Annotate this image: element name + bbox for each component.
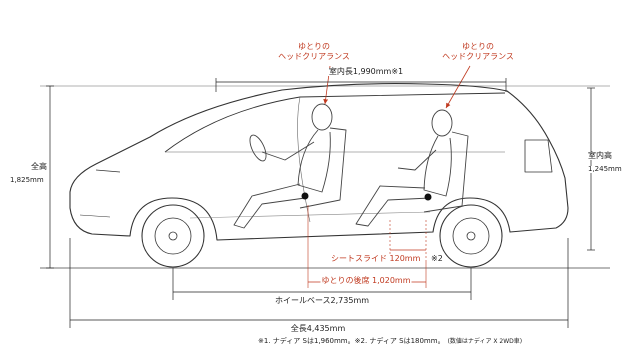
footnote-main: ※1. ナディア Sは1,960mm。※2. ナディア Sは180mm。 — [258, 337, 445, 345]
head-clearance-front-label-1: ゆとりの — [298, 42, 330, 51]
head-clearance-front-label-2: ヘッドクリアランス — [278, 52, 350, 61]
seat-slide-note: ※2 — [431, 254, 443, 263]
rear-hip-point — [424, 193, 432, 201]
overall-length-label: 全長4,435mm — [289, 324, 347, 333]
driver-figure — [233, 103, 347, 229]
footnote: ※1. ナディア Sは1,960mm。※2. ナディア Sは180mm。(数値は… — [258, 338, 522, 345]
rear-passenger-figure — [355, 109, 469, 227]
interior-length-label: 室内長1,990mm※1 — [327, 67, 405, 76]
footnote-note: (数値はナディア X 2WD車) — [447, 338, 523, 345]
wheelbase-label: ホイールベース2,735mm — [273, 296, 371, 305]
overall-height-label-1: 全高 — [30, 162, 48, 171]
rear-legroom-label: ゆとりの後席 1,020mm — [320, 276, 412, 285]
rear-wheel — [439, 204, 503, 268]
interior-height-label-1: 室内高 — [587, 151, 613, 160]
front-wheel — [141, 204, 205, 268]
head-clearance-rear-leader — [445, 65, 471, 109]
interior-height-label-2: 1,245mm — [587, 165, 623, 173]
driver-hip-point — [301, 192, 309, 200]
head-clearance-rear-label-1: ゆとりの — [462, 42, 494, 51]
seat-slide-label: シートスライド 120mm — [330, 254, 422, 263]
overall-height-label-2: 1,825mm — [9, 176, 45, 184]
car-body — [69, 83, 569, 241]
head-clearance-rear-label-2: ヘッドクリアランス — [442, 52, 514, 61]
